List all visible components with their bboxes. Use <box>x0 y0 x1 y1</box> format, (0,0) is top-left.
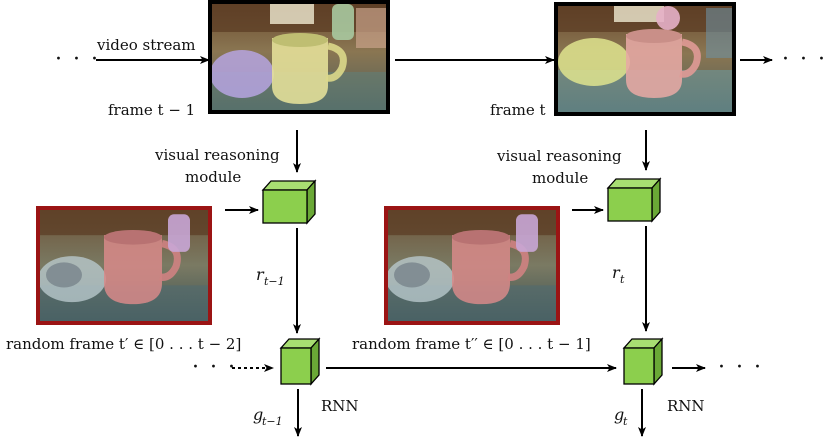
g-curr-symbol: g <box>614 405 624 424</box>
video-stream-label: video stream <box>96 36 196 54</box>
r-curr-symbol: r <box>612 263 621 282</box>
visual-reasoning-module-curr <box>607 178 661 222</box>
video-frame-curr <box>554 2 736 116</box>
random-frame-curr-label: random frame t′′ ∈ [0 . . . t − 1] <box>352 335 591 353</box>
rnn-label-prev: RNN <box>321 397 359 415</box>
frame-prev-label: frame t − 1 <box>108 101 195 119</box>
video-frame-prev <box>208 0 390 114</box>
r-prev-symbol: r <box>256 265 265 284</box>
rnn-cell-prev <box>280 338 320 385</box>
vr-label-prev-line2: module <box>185 168 241 186</box>
g-curr-subscript: t <box>623 415 628 428</box>
r-curr-subscript: t <box>620 273 625 286</box>
random-frame-prev <box>36 206 212 325</box>
vr-label-curr-line1: visual reasoning <box>496 147 622 165</box>
ellipsis-left-top: · · · <box>55 47 100 72</box>
ellipsis-right-top: · · · <box>782 47 823 72</box>
rnn-cell-curr <box>623 338 663 385</box>
frame-curr-label: frame t <box>490 101 546 119</box>
g-prev-symbol: g <box>253 405 263 424</box>
random-frame-curr <box>384 206 560 325</box>
vr-label-prev-line1: visual reasoning <box>154 146 280 164</box>
ellipsis-right-bottom: · · · <box>718 355 763 380</box>
g-prev-subscript: t−1 <box>262 415 283 428</box>
ellipsis-left-bottom: · · · <box>192 355 237 380</box>
visual-reasoning-module-prev <box>262 180 316 224</box>
random-frame-prev-label: random frame t′ ∈ [0 . . . t − 2] <box>6 335 241 353</box>
rnn-label-curr: RNN <box>667 397 705 415</box>
vr-label-curr-line2: module <box>532 169 588 187</box>
r-prev-subscript: t−1 <box>264 275 285 288</box>
